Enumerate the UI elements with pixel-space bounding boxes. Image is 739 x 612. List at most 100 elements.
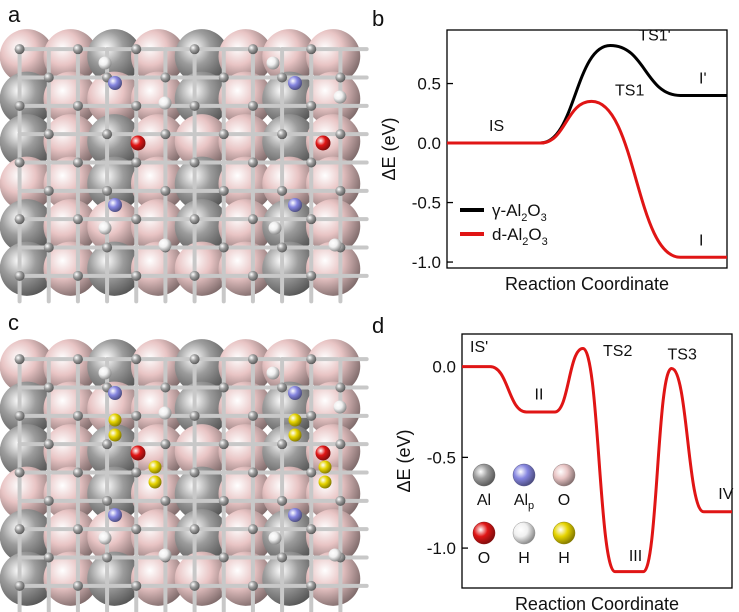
lattice-atom [131, 551, 186, 606]
lattice-atom [218, 381, 273, 436]
h-yellow-atom [318, 460, 332, 474]
lattice-atom [174, 424, 229, 479]
lattice-atom [87, 551, 142, 606]
al-node [247, 214, 258, 225]
lattice-atom [174, 509, 229, 564]
al-node [72, 524, 83, 535]
al-node [131, 44, 142, 55]
al-node [72, 157, 83, 168]
energy-chart-d: 0.0-0.5-1.0ΔE (eV)Reaction CoordinateIS'… [394, 333, 734, 612]
o-ads-atom [315, 445, 331, 461]
y-tick-label: -1.0 [427, 539, 456, 558]
al-node [218, 382, 229, 393]
al-node [306, 44, 317, 55]
y-axis-label: ΔE (eV) [379, 117, 399, 180]
h-atom [98, 56, 112, 70]
al-node [277, 72, 288, 83]
al-node [160, 129, 171, 140]
panel-letter-a: a [8, 2, 21, 27]
lattice-atom [218, 509, 273, 564]
o-ads-atom [315, 135, 331, 151]
lattice-atom [87, 199, 142, 254]
al-node [189, 214, 200, 225]
al-node [247, 354, 258, 365]
lattice-atom [43, 339, 98, 394]
al-node [247, 270, 258, 281]
lattice-atom [131, 71, 186, 126]
h-atom [158, 548, 172, 562]
lattice-atom [0, 551, 54, 606]
lattice-atom [262, 339, 317, 394]
lattice-atom [174, 199, 229, 254]
al-node [189, 580, 200, 591]
lattice-atom [131, 509, 186, 564]
al-node [43, 495, 54, 506]
lattice-atom [131, 29, 186, 84]
h-atom [333, 90, 347, 104]
h-yellow-atom [108, 413, 122, 427]
al-node [14, 214, 25, 225]
lattice-atom [306, 509, 361, 564]
lattice-atom [0, 114, 54, 169]
o-ads-atom [130, 445, 146, 461]
al-p-atom [108, 76, 122, 90]
lattice-atom [262, 424, 317, 479]
lattice-atom [43, 199, 98, 254]
al-node [306, 157, 317, 168]
al-node [335, 495, 346, 506]
al-node [189, 44, 200, 55]
lattice-atom [262, 114, 317, 169]
lattice-atom [131, 114, 186, 169]
al-node [218, 185, 229, 196]
al-node [102, 495, 113, 506]
al-node [306, 100, 317, 111]
al-p-atom [288, 386, 302, 400]
al-node [247, 100, 258, 111]
al-node [335, 72, 346, 83]
lattice-atom [0, 241, 54, 296]
lattice-atom [218, 466, 273, 521]
al-node [72, 580, 83, 591]
lattice-atom [306, 381, 361, 436]
plot-frame [446, 29, 728, 269]
lattice-atom [0, 381, 54, 436]
lattice-atom [87, 381, 142, 436]
al-node [43, 439, 54, 450]
al-node [247, 524, 258, 535]
al-node [131, 214, 142, 225]
legend-atom-icon [472, 521, 496, 545]
al-node [102, 552, 113, 563]
al-node [43, 552, 54, 563]
al-node [43, 185, 54, 196]
h-atom [98, 221, 112, 235]
h-atom [268, 221, 282, 235]
h-atom [158, 406, 172, 420]
state-label: III [629, 548, 642, 565]
al-p-atom [108, 386, 122, 400]
al-node [247, 157, 258, 168]
lattice-atom [43, 509, 98, 564]
al-node [247, 410, 258, 421]
al-node [277, 552, 288, 563]
x-axis-label: Reaction Coordinate [515, 594, 679, 612]
h-yellow-atom [148, 460, 162, 474]
al-node [335, 185, 346, 196]
plot-frame [461, 333, 733, 589]
al-node [160, 382, 171, 393]
panel-letter-d: d [372, 313, 385, 338]
state-label: TS3 [668, 346, 697, 363]
lattice-atom [218, 241, 273, 296]
lattice-atom [0, 71, 54, 126]
lattice-atom [131, 424, 186, 479]
legend-atom-icon [552, 521, 576, 545]
al-node [72, 44, 83, 55]
lattice-atom [262, 241, 317, 296]
lattice-atom [174, 29, 229, 84]
al-node [131, 100, 142, 111]
lattice-atom [306, 339, 361, 394]
lattice-atom [87, 339, 142, 394]
al-node [131, 410, 142, 421]
al-node [247, 467, 258, 478]
h-atom [266, 366, 280, 380]
structure-panel-c [0, 339, 369, 612]
